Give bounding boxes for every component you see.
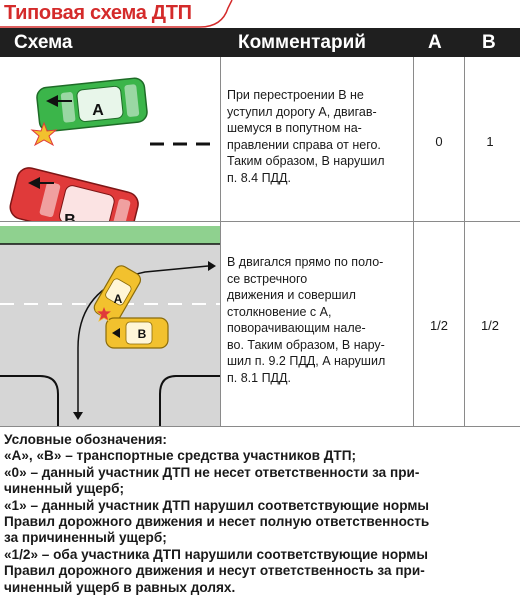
grass-strip (0, 226, 220, 244)
score-b: 1/2 (480, 318, 500, 333)
curb-right (159, 375, 220, 426)
arrow-left-icon (112, 328, 120, 338)
column-divider (464, 57, 465, 426)
row-comment: При перестроении В не уступил дорогу А, … (227, 88, 385, 185)
column-divider (413, 57, 414, 426)
arrow-right-icon (208, 261, 216, 271)
car-b-label: В (64, 212, 76, 221)
legend-heading: Условные обозначения: (4, 432, 167, 447)
title-swoosh-decoration (0, 0, 233, 28)
legend-item: «1/2» – оба участника ДТП нарушили соотв… (4, 546, 428, 595)
legend: Условные обозначения: «А», «В» – транспо… (4, 432, 518, 596)
car-b-label: В (138, 327, 147, 341)
legend-item: «0» – данный участник ДТП не несет ответ… (4, 464, 420, 497)
turn-path-arrow (77, 265, 209, 412)
car-a (36, 77, 148, 133)
page-title: Типовая схема ДТП (4, 2, 192, 24)
car-b (105, 317, 169, 349)
table-row: А В При перестроении В не уступил дорогу… (0, 57, 520, 221)
impact-star-icon (94, 304, 114, 322)
car-a-label: А (92, 102, 104, 119)
score-a: 0 (435, 134, 443, 149)
header-comment: Комментарий (238, 32, 366, 53)
arrow-left-icon (46, 95, 58, 107)
row-comment: В двигался прямо по поло- се встречного … (227, 255, 386, 385)
scheme-intersection: А В (0, 226, 220, 426)
row-divider (0, 221, 520, 222)
score-b: 1 (486, 134, 494, 149)
column-divider (220, 57, 221, 426)
curb-left (0, 375, 59, 426)
header-col-a: А (428, 32, 442, 53)
impact-star-icon (30, 121, 58, 147)
table-header: Схема Комментарий А В (0, 28, 520, 57)
title-bar: Типовая схема ДТП (0, 0, 520, 28)
table-row: А В В двигался прямо по поло- се встречн… (0, 226, 520, 426)
header-scheme: Схема (14, 32, 73, 53)
car-a (93, 265, 142, 323)
header-col-b: В (482, 32, 496, 53)
score-a: 1/2 (429, 318, 449, 333)
car-a-label: А (114, 292, 123, 306)
car-b (9, 167, 139, 221)
scheme-lane-change: А В (9, 77, 218, 221)
table-bottom-border (0, 426, 520, 427)
legend-item: «А», «В» – транспортные средства участни… (4, 448, 357, 464)
arrow-left-icon (28, 177, 40, 189)
arrow-down-icon (73, 412, 83, 420)
legend-item: «1» – данный участник ДТП нарушил соотве… (4, 497, 430, 546)
